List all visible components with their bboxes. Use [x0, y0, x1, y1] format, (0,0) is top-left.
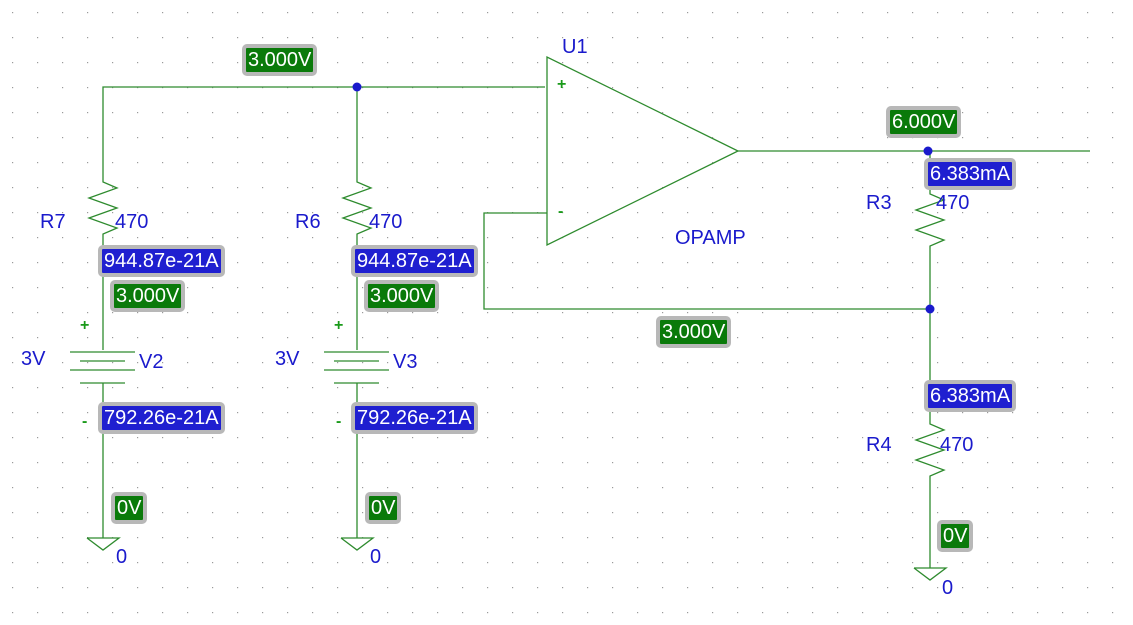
voltage-probe-gnd2[interactable]: 0V — [365, 492, 402, 524]
r6-value: 470 — [369, 211, 403, 233]
gnd2-label: 0 — [370, 546, 382, 568]
ground-1 — [86, 537, 121, 551]
voltage-probe-r6[interactable]: 3.000V — [364, 280, 440, 312]
opamp-ref: U1 — [562, 36, 588, 58]
v2-ref: V2 — [139, 351, 164, 373]
opamp-minus-label: - — [558, 203, 564, 220]
wire-top-rail — [102, 86, 545, 178]
current-probe-r6[interactable]: 944.87e-21A — [351, 245, 478, 277]
resistor-r6 — [341, 178, 373, 240]
v2-minus-label: - — [82, 413, 88, 430]
voltage-probe-r7[interactable]: 3.000V — [110, 280, 186, 312]
v3-minus-label: - — [336, 413, 342, 430]
v3-value: 3V — [275, 348, 300, 370]
junction-out — [923, 146, 933, 156]
current-probe-r7[interactable]: 944.87e-21A — [98, 245, 225, 277]
v2-value: 3V — [21, 348, 46, 370]
resistor-r7 — [87, 178, 119, 240]
gnd1-label: 0 — [116, 546, 128, 568]
voltage-probe-top[interactable]: 3.000V — [242, 44, 318, 76]
opamp-model: OPAMP — [675, 227, 746, 249]
v2-plus-label: + — [80, 317, 90, 334]
r7-ref: R7 — [40, 211, 66, 233]
r6-ref: R6 — [295, 211, 321, 233]
resistor-r4 — [914, 420, 946, 482]
r4-value: 470 — [940, 434, 974, 456]
v3-ref: V3 — [393, 351, 418, 373]
opamp-plus-label: + — [557, 76, 567, 93]
r4-ref: R4 — [866, 434, 892, 456]
junction-top — [352, 82, 362, 92]
ground-2 — [340, 537, 375, 551]
current-probe-r3[interactable]: 6.383mA — [924, 158, 1017, 190]
r3-ref: R3 — [866, 192, 892, 214]
voltage-probe-gnd1[interactable]: 0V — [111, 492, 148, 524]
junctions — [352, 82, 935, 314]
wires — [70, 55, 1090, 581]
r7-value: 470 — [115, 211, 149, 233]
voltage-probe-feedback[interactable]: 3.000V — [656, 316, 732, 348]
current-probe-r4[interactable]: 6.383mA — [924, 380, 1017, 412]
junction-fb — [925, 304, 935, 314]
r3-value: 470 — [936, 192, 970, 214]
v3-plus-label: + — [334, 317, 344, 334]
current-probe-v2[interactable]: 792.26e-21A — [98, 402, 225, 434]
gnd3-label: 0 — [942, 577, 954, 599]
voltage-probe-out[interactable]: 6.000V — [886, 106, 962, 138]
current-probe-v3[interactable]: 792.26e-21A — [351, 402, 478, 434]
voltage-probe-gnd3[interactable]: 0V — [937, 520, 974, 552]
resistor-r3 — [914, 190, 946, 252]
wire-feedback — [483, 212, 930, 310]
opamp-body — [546, 55, 740, 247]
